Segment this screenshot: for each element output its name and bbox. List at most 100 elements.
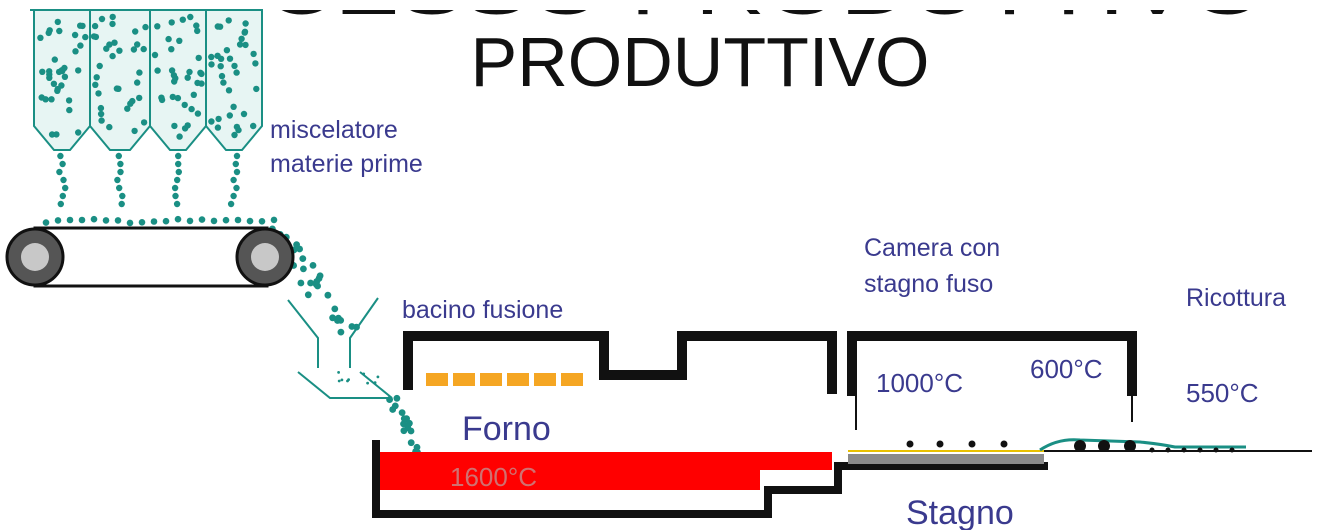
heater-element [426, 373, 448, 386]
granule [158, 96, 166, 104]
granule [174, 176, 181, 184]
granule [42, 96, 49, 103]
granule [376, 375, 380, 379]
granule [366, 381, 369, 385]
roller [1098, 440, 1110, 452]
granule [45, 29, 52, 37]
granule [398, 409, 406, 416]
granule [188, 105, 195, 113]
granule [136, 69, 143, 76]
granule [169, 93, 176, 101]
granule [217, 62, 224, 70]
granule [233, 184, 240, 192]
granule [246, 217, 254, 225]
chamber-label-line2: stagno fuso [864, 270, 993, 298]
granule [111, 39, 118, 46]
title-crop-mask [0, 0, 1320, 10]
granule [223, 47, 231, 54]
granule [331, 305, 339, 313]
granule [168, 19, 175, 26]
granule [138, 219, 146, 226]
granule [226, 55, 234, 62]
granule [134, 79, 141, 86]
granule [154, 67, 161, 74]
granule [171, 184, 179, 192]
granule [140, 45, 147, 53]
granule [136, 94, 143, 102]
granule [151, 51, 159, 59]
granule [132, 28, 139, 35]
granule [234, 216, 242, 224]
granule [230, 103, 237, 111]
raw-material-mixer [33, 9, 436, 482]
tin-bath [848, 454, 1044, 464]
granule [241, 29, 248, 36]
furnace-temperature: 1600°C [450, 462, 537, 492]
granule [59, 192, 66, 200]
melting-basin-label: bacino fusione [402, 296, 563, 324]
granule [186, 217, 194, 225]
mixer-label-line2: materie prime [270, 150, 423, 178]
granules [37, 13, 436, 482]
granule [230, 192, 237, 200]
granule [184, 122, 191, 129]
granule [340, 378, 344, 382]
granule [347, 378, 350, 381]
granule [39, 68, 46, 76]
granule [75, 67, 82, 74]
granule [225, 17, 232, 24]
granule [93, 74, 100, 81]
page-title: PRODUTTIVO [471, 23, 930, 101]
granule [172, 75, 179, 82]
granule [226, 112, 233, 119]
granule [389, 406, 397, 413]
granule [134, 41, 141, 48]
granule [297, 279, 305, 287]
tin-chamber-roof [847, 331, 1137, 396]
granule [82, 33, 89, 41]
roller [1124, 440, 1136, 452]
granule [66, 106, 73, 114]
granule [232, 160, 239, 168]
granule [210, 217, 218, 225]
roller [968, 440, 976, 448]
granule [119, 192, 126, 200]
granule [313, 278, 321, 285]
granule [337, 379, 341, 383]
granule [176, 133, 183, 140]
granule [98, 15, 106, 23]
granule [55, 68, 63, 76]
granule [90, 215, 98, 223]
granule [109, 52, 116, 60]
granule [115, 152, 123, 160]
granule [198, 70, 205, 78]
granule [56, 27, 63, 35]
granule [98, 117, 105, 124]
tin-label: Stagno [906, 494, 1014, 530]
annealing-temperature: 550°C [1186, 378, 1259, 408]
granule [57, 200, 64, 208]
granule [252, 60, 259, 67]
granule [198, 216, 206, 223]
granule [194, 110, 202, 117]
granule [54, 87, 61, 95]
granule [407, 439, 415, 447]
granule [174, 94, 182, 102]
granule [54, 18, 61, 26]
granule [130, 46, 138, 53]
granule [242, 41, 249, 49]
granule [253, 85, 260, 93]
granule [53, 131, 60, 138]
granule [230, 176, 237, 184]
granule [59, 160, 66, 168]
granule [174, 215, 182, 223]
granule [242, 20, 249, 27]
granule [78, 216, 86, 224]
granule [65, 97, 73, 104]
granule [329, 314, 336, 322]
granule [106, 123, 113, 131]
granule [102, 217, 110, 224]
granule [324, 291, 332, 299]
granule [240, 110, 248, 118]
granule [131, 127, 138, 135]
